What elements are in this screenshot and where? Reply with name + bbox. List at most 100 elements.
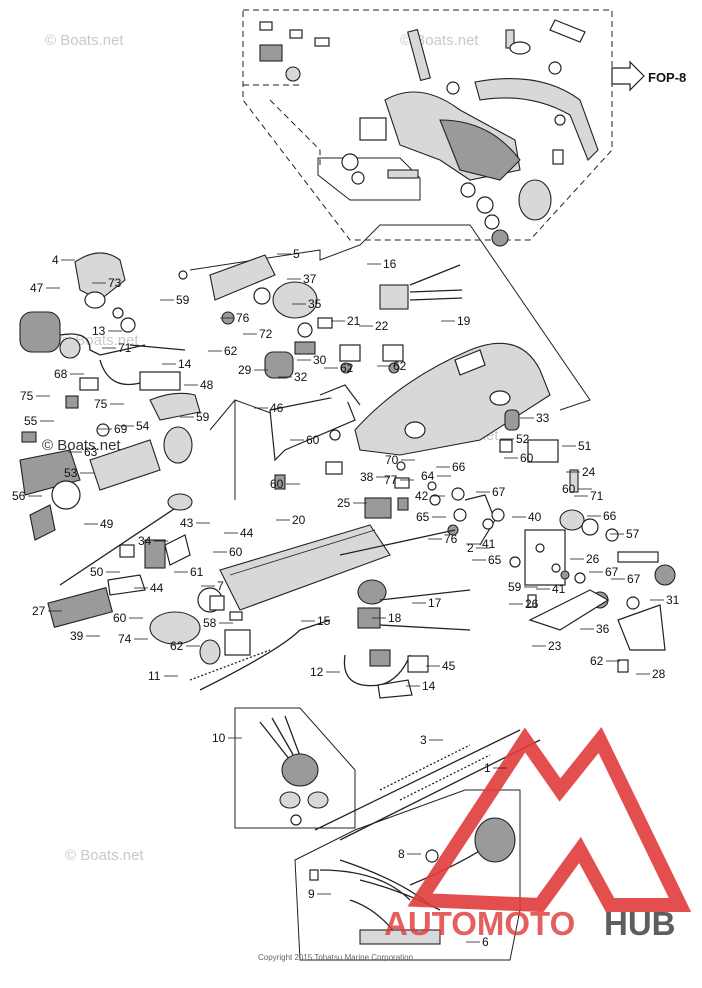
callout-65: 65 <box>416 510 430 524</box>
fop-label: FOP-8 <box>648 70 686 85</box>
callout-61: 61 <box>190 565 204 579</box>
callout-47: 47 <box>30 281 44 295</box>
callout-30: 30 <box>313 353 327 367</box>
callout-69: 69 <box>114 422 128 436</box>
callout-77: 77 <box>384 473 398 487</box>
logo-text-dark: HUB <box>604 905 676 942</box>
callout-5: 5 <box>293 247 300 261</box>
callout-57: 57 <box>626 527 640 541</box>
callout-62: 62 <box>170 639 184 653</box>
callout-9: 9 <box>308 887 315 901</box>
callout-60: 60 <box>113 611 127 625</box>
copyright-text: Copyright 2015 Tohatsu Marine Corporatio… <box>258 953 413 962</box>
callout-59: 59 <box>196 410 210 424</box>
callout-63: 63 <box>84 445 98 459</box>
watermark-1: © Boats.net <box>45 32 124 49</box>
logo-text-red: AUTOMOTO <box>384 905 575 942</box>
callout-26: 26 <box>525 597 539 611</box>
callout-48: 48 <box>200 378 214 392</box>
callout-6: 6 <box>482 935 489 949</box>
callout-62: 62 <box>340 361 354 375</box>
callout-59: 59 <box>508 580 522 594</box>
callout-36: 36 <box>596 622 610 636</box>
logo-triangle-icon <box>407 726 692 913</box>
callout-17: 17 <box>428 596 442 610</box>
callout-60: 60 <box>520 451 534 465</box>
callout-70: 70 <box>385 453 399 467</box>
callout-66: 66 <box>452 460 466 474</box>
callout-19: 19 <box>457 314 471 328</box>
callout-51: 51 <box>578 439 592 453</box>
callout-52: 52 <box>516 432 530 446</box>
automotohub-logo: AUTOMOTO HUB <box>384 726 692 942</box>
callout-40: 40 <box>528 510 542 524</box>
callout-15: 15 <box>317 614 331 628</box>
left-parts <box>19 252 271 681</box>
callout-4: 4 <box>52 253 59 267</box>
top-dashed-box <box>242 9 613 241</box>
callout-53: 53 <box>64 466 78 480</box>
callout-34: 34 <box>138 534 152 548</box>
callout-16: 16 <box>383 257 397 271</box>
callout-75: 75 <box>20 389 34 403</box>
callout-60: 60 <box>270 477 284 491</box>
callout-11: 11 <box>148 669 161 683</box>
callout-66: 66 <box>603 509 617 523</box>
callout-28: 28 <box>652 667 666 681</box>
callout-71: 71 <box>590 489 604 503</box>
callout-27: 27 <box>32 604 46 618</box>
callout-10: 10 <box>212 731 226 745</box>
callout-42: 42 <box>415 489 429 503</box>
fop-arrow: FOP-8 <box>611 60 686 92</box>
callout-67: 67 <box>605 565 619 579</box>
callout-25: 25 <box>337 496 351 510</box>
watermark-dark: © Boats.net <box>42 437 121 454</box>
callout-76: 76 <box>444 532 458 546</box>
callout-33: 33 <box>536 411 550 425</box>
top-parts <box>259 19 599 247</box>
callout-72: 72 <box>259 327 273 341</box>
callout-13: 13 <box>92 324 106 338</box>
callout-74: 74 <box>118 632 132 646</box>
callout-49: 49 <box>100 517 114 531</box>
bottom-parts <box>199 524 471 699</box>
callout-31: 31 <box>666 593 680 607</box>
callout-54: 54 <box>136 419 150 433</box>
callout-18: 18 <box>388 611 402 625</box>
callout-62: 62 <box>224 344 238 358</box>
callout-46: 46 <box>270 401 284 415</box>
watermark-5: © Boats.net <box>65 847 144 864</box>
callout-23: 23 <box>548 639 562 653</box>
callout-55: 55 <box>24 414 38 428</box>
callout-76: 76 <box>236 311 250 325</box>
callout-60: 60 <box>229 545 243 559</box>
callout-21: 21 <box>347 314 361 328</box>
callout-8: 8 <box>398 847 405 861</box>
callout-29: 29 <box>238 363 252 377</box>
center-parts <box>178 254 676 673</box>
arrow-icon <box>611 60 645 92</box>
callout-62: 62 <box>393 359 407 373</box>
leader-lines <box>28 253 664 943</box>
callout-73: 73 <box>108 276 122 290</box>
callout-24: 24 <box>582 465 596 479</box>
callout-35: 35 <box>308 297 322 311</box>
callout-71: 71 <box>118 341 132 355</box>
callout-44: 44 <box>240 526 254 540</box>
callout-62: 62 <box>590 654 604 668</box>
callout-43: 43 <box>180 516 194 530</box>
callout-14: 14 <box>422 679 436 693</box>
callout-3: 3 <box>420 733 427 747</box>
callout-75: 75 <box>94 397 108 411</box>
callout-37: 37 <box>303 272 317 286</box>
callout-32: 32 <box>294 370 308 384</box>
callout-67: 67 <box>627 572 641 586</box>
callout-38: 38 <box>360 470 374 484</box>
callout-12: 12 <box>310 665 324 679</box>
callout-64: 64 <box>421 469 435 483</box>
callout-1: 1 <box>484 761 491 775</box>
callout-26: 26 <box>586 552 600 566</box>
